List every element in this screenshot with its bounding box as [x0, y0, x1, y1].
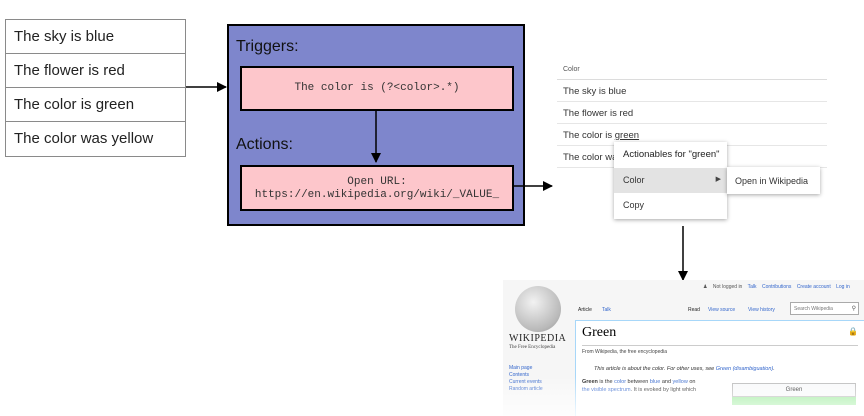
submenu-open-in-wikipedia[interactable]: Open in Wikipedia	[727, 167, 820, 194]
hatnote-text: This article is about the color. For oth…	[594, 366, 716, 372]
lock-icon: 🔒	[848, 327, 858, 336]
log-in-link[interactable]: Log in	[836, 284, 850, 290]
menu-item-color[interactable]: Color ▶	[614, 168, 727, 193]
hatnote-link[interactable]: Green (disambiguation)	[715, 366, 774, 372]
lead-link[interactable]: color	[614, 379, 627, 385]
lead-text: . It is evoked by light which	[630, 387, 697, 393]
menu-item-label: Color	[623, 175, 645, 185]
wikipedia-globe-icon	[515, 286, 561, 332]
lead-text: and	[660, 379, 673, 385]
tab-read[interactable]: Read	[688, 307, 700, 313]
lead-link[interactable]: yellow	[672, 379, 688, 385]
input-row: The color is green	[6, 88, 185, 122]
nav-link[interactable]: Main page	[509, 365, 533, 371]
wikipedia-wordmark: WIKIPEDIA	[509, 333, 567, 344]
actionables-menu: Actionables for "green" Color ▶ Copy	[614, 142, 727, 219]
input-text-table: The sky is blue The flower is red The co…	[5, 19, 186, 157]
wikipedia-nav: Main page Contents Current events Random…	[509, 365, 543, 393]
talk-link[interactable]: Talk	[747, 284, 757, 290]
nav-link[interactable]: Random article	[509, 386, 543, 392]
menu-title: Actionables for "green"	[623, 149, 720, 160]
action-box: Open URL: https://en.wikipedia.org/wiki/…	[240, 165, 514, 211]
matched-value[interactable]: green	[614, 130, 640, 141]
page-title: Green	[582, 325, 617, 340]
user-icon: ♟	[703, 284, 708, 290]
title-divider	[582, 345, 858, 346]
table-row[interactable]: The sky is blue	[557, 80, 827, 102]
menu-item-copy[interactable]: Copy	[623, 200, 645, 210]
page-tabs: Article Talk Read View source View histo…	[578, 302, 864, 320]
from-wikipedia: From Wikipedia, the free encyclopedia	[582, 349, 668, 355]
tab-view-history[interactable]: View history	[748, 307, 775, 313]
lead-text: on	[687, 379, 696, 385]
search-placeholder: Search Wikipedia	[794, 306, 833, 312]
contributions-link[interactable]: Contributions	[761, 284, 792, 290]
hatnote: This article is about the color. For oth…	[594, 366, 775, 372]
rule-box: Triggers: The color is (?<color>.*) Acti…	[227, 24, 525, 226]
action-url: https://en.wikipedia.org/wiki/_VALUE_	[254, 189, 500, 201]
lead-link[interactable]: the visible spectrum	[582, 387, 631, 393]
nav-link[interactable]: Current events	[509, 379, 542, 385]
wikipedia-tagline: The Free Encyclopedia	[509, 345, 556, 350]
hatnote-end: .	[773, 366, 775, 372]
table-row[interactable]: The flower is red	[557, 102, 827, 124]
input-row: The color was yellow	[14, 130, 154, 147]
tab-article[interactable]: Article	[578, 307, 592, 313]
chevron-right-icon: ▶	[715, 176, 721, 183]
lead-text: between	[626, 379, 650, 385]
search-icon[interactable]: ⚲	[851, 306, 856, 312]
lead-paragraph: Green is the color between blue and yell…	[582, 378, 722, 394]
search-input[interactable]: Search Wikipedia ⚲	[790, 302, 859, 315]
color-swatch	[732, 397, 856, 405]
lead-bold: Green	[582, 379, 598, 385]
personal-tools: ♟ Not logged in Talk Contributions Creat…	[703, 284, 854, 290]
column-header: Color	[557, 60, 827, 80]
trigger-pattern: The color is (?<color>.*)	[294, 82, 460, 94]
wikipedia-page: WIKIPEDIA The Free Encyclopedia Main pag…	[503, 280, 864, 416]
lead-text: is the	[597, 379, 615, 385]
action-title: Open URL:	[347, 176, 407, 188]
tab-view-source[interactable]: View source	[708, 307, 736, 313]
not-logged-in: Not logged in	[712, 284, 743, 290]
tab-talk[interactable]: Talk	[602, 307, 611, 313]
article-content: Green 🔒 From Wikipedia, the free encyclo…	[575, 320, 864, 416]
create-account-link[interactable]: Create account	[796, 284, 831, 290]
infobox-title: Green	[732, 383, 856, 397]
input-row: The flower is red	[6, 54, 185, 88]
trigger-pattern-box: The color is (?<color>.*)	[240, 66, 514, 111]
row-text: The color is	[563, 130, 615, 141]
actions-label: Actions:	[236, 136, 293, 153]
triggers-label: Triggers:	[236, 38, 299, 55]
lead-link[interactable]: blue	[649, 379, 661, 385]
input-row: The sky is blue	[6, 20, 185, 54]
nav-link[interactable]: Contents	[509, 372, 530, 378]
